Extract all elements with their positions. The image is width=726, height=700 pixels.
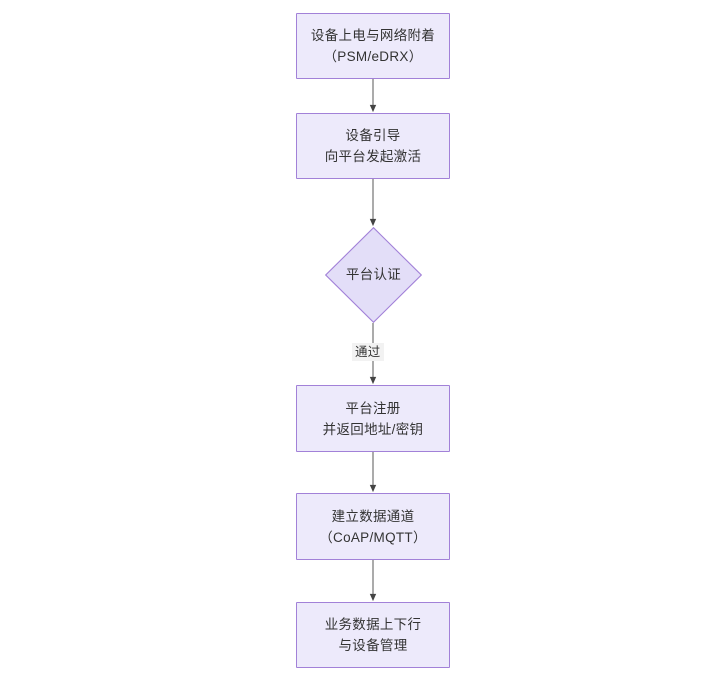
node-label-line2: （CoAP/MQTT）	[319, 529, 427, 545]
node-label-line1: 平台注册	[345, 400, 401, 416]
node-label-line2: 向平台发起激活	[324, 149, 422, 164]
node-label-line2: 与设备管理	[338, 638, 408, 653]
node-device-bootstrap[interactable]: 设备引导 向平台发起激活	[296, 113, 450, 179]
node-label-line1: 建立数据通道	[331, 508, 415, 524]
node-label-line1: 设备引导	[345, 128, 401, 143]
node-label-line2: 并返回地址/密钥	[322, 421, 424, 437]
node-establish-data-channel[interactable]: 建立数据通道 （CoAP/MQTT）	[296, 493, 450, 560]
node-platform-registration[interactable]: 平台注册 并返回地址/密钥	[296, 385, 450, 452]
node-business-data-and-device-management[interactable]: 业务数据上下行 与设备管理	[296, 602, 450, 668]
node-label-line2: （PSM/eDRX）	[323, 49, 423, 64]
node-label-line1: 业务数据上下行	[324, 617, 422, 632]
node-device-power-on[interactable]: 设备上电与网络附着 （PSM/eDRX）	[296, 13, 450, 79]
edge-label-pass: 通过	[352, 343, 384, 361]
diamond-shape	[325, 227, 422, 323]
node-label-line1: 设备上电与网络附着	[310, 28, 436, 43]
node-label-line1: 平台认证	[345, 267, 402, 282]
node-platform-authentication[interactable]: 平台认证	[325, 227, 422, 323]
